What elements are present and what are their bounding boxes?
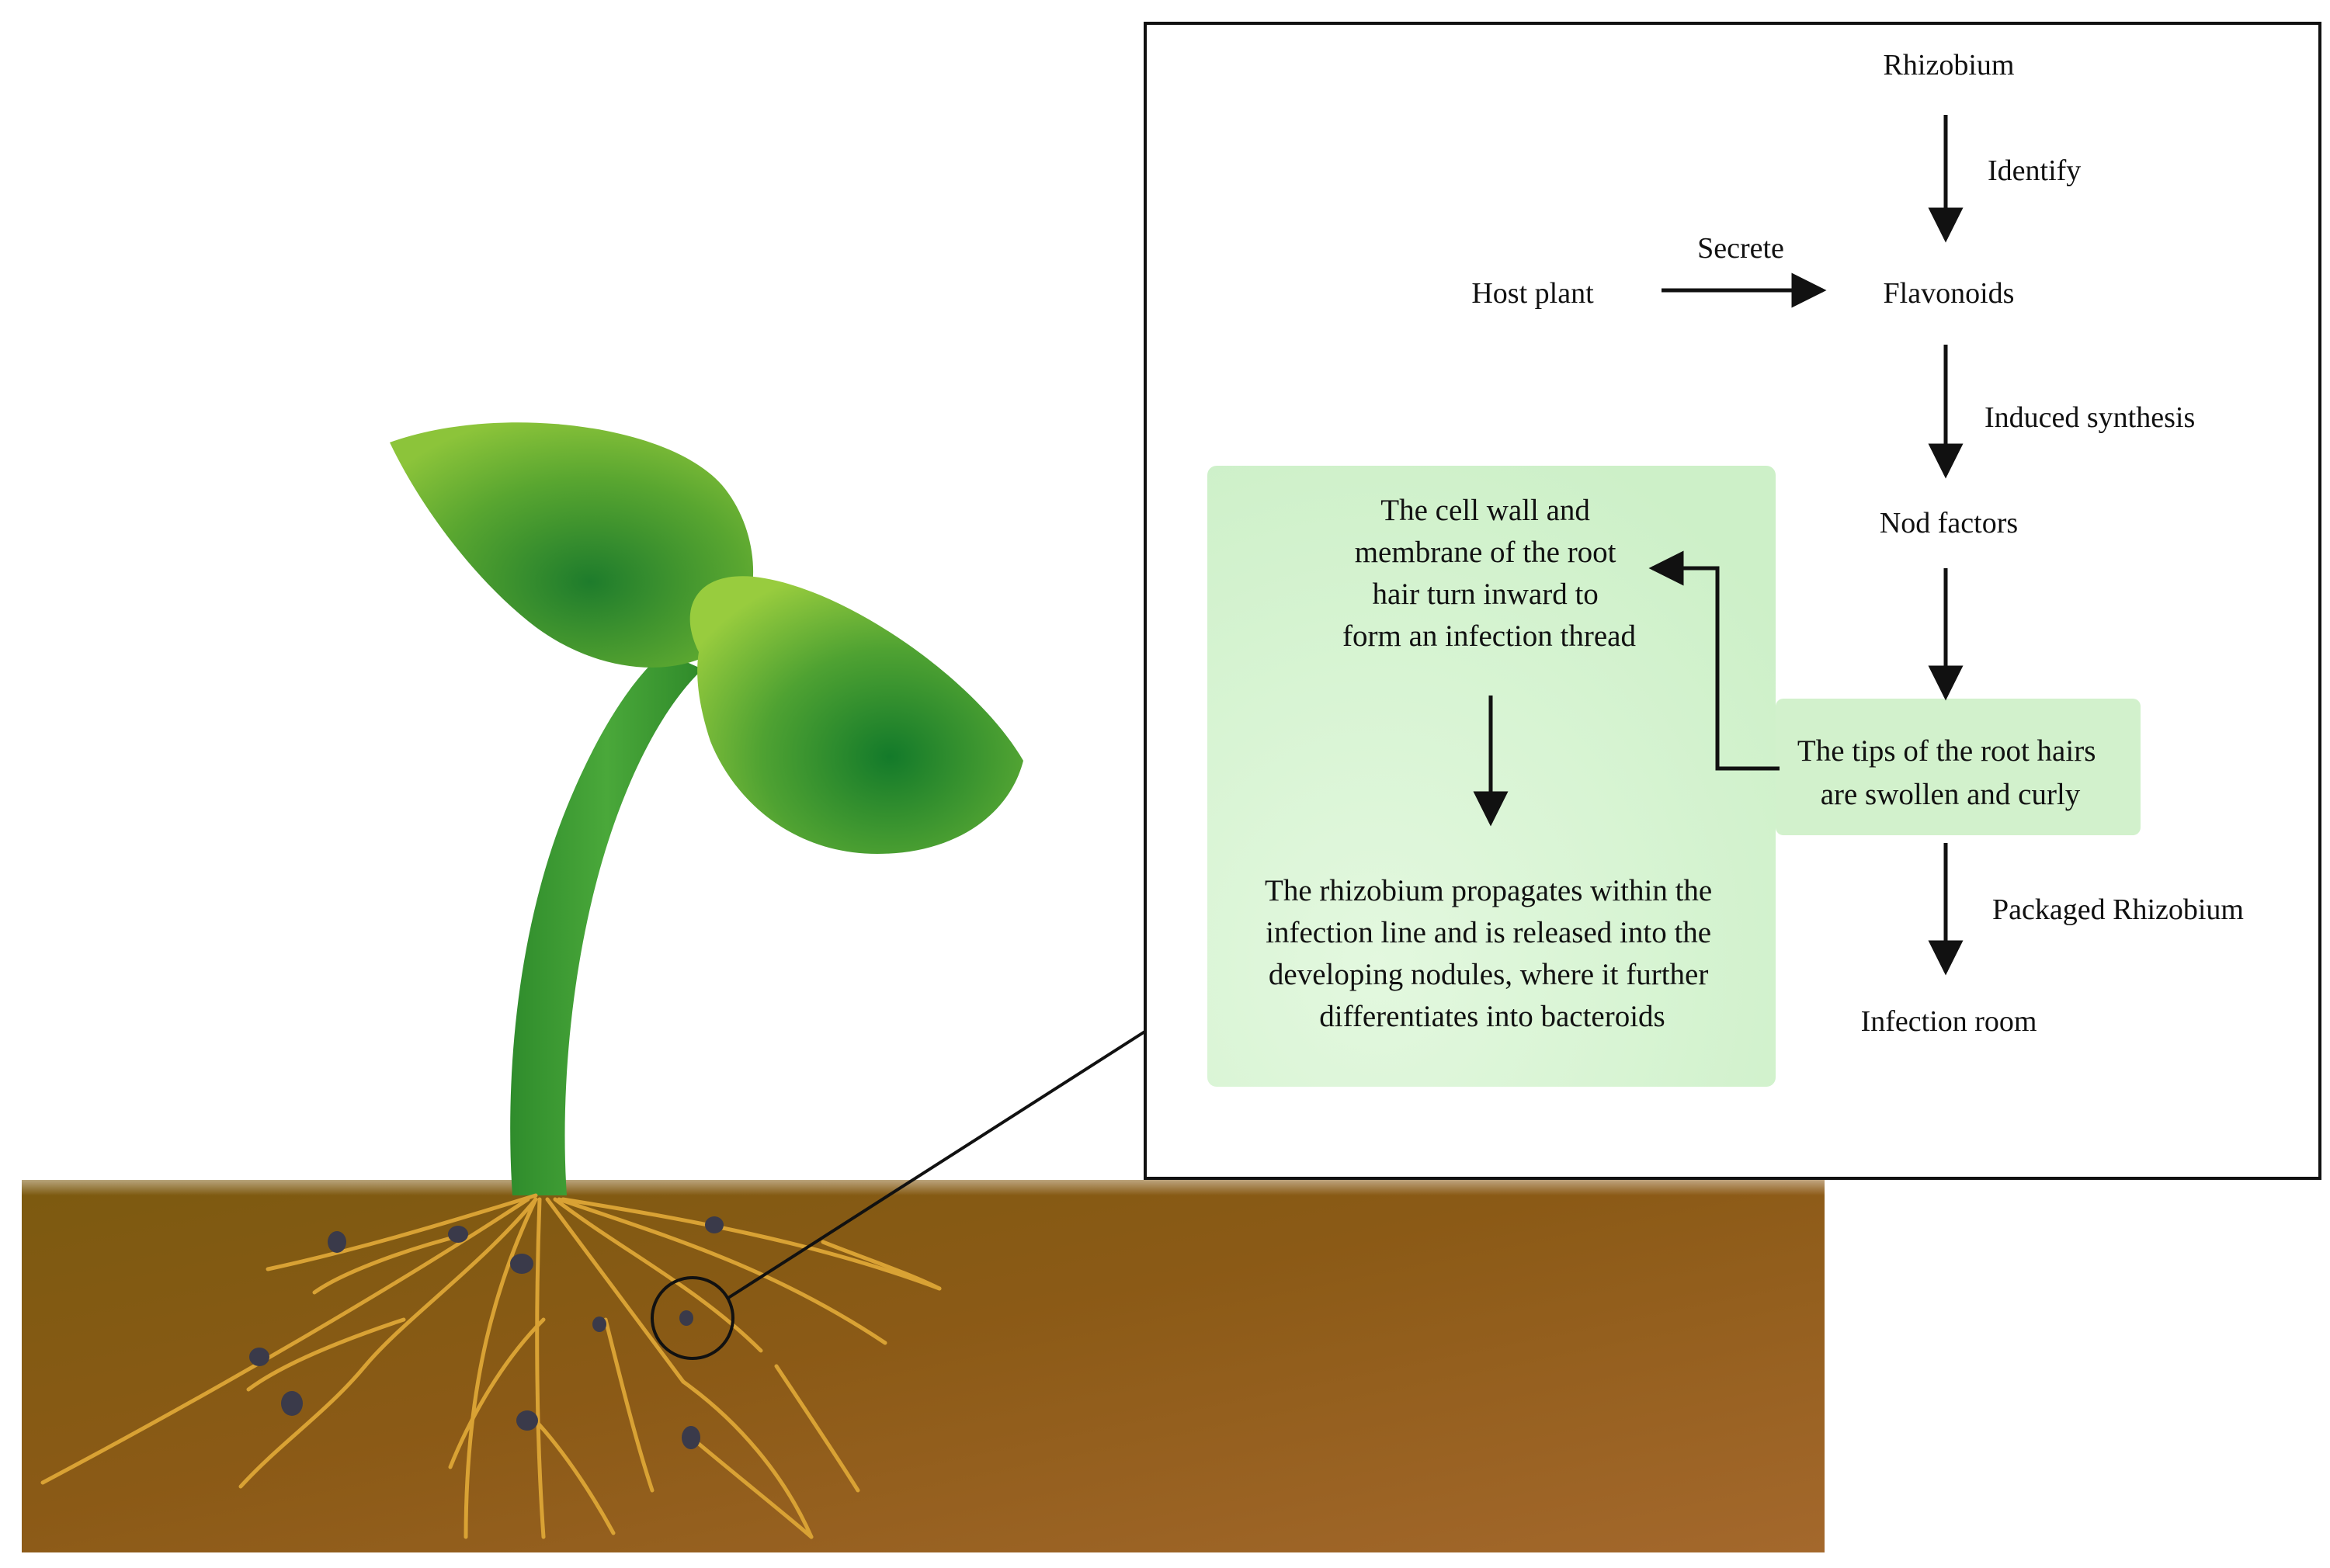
root bbox=[40, 1197, 530, 1485]
label-host-plant: Host plant bbox=[1471, 277, 1594, 310]
root bbox=[526, 1410, 616, 1535]
label-secrete: Secrete bbox=[1697, 232, 1784, 265]
nodule bbox=[592, 1316, 606, 1332]
label-rhizobium: Rhizobium bbox=[1884, 49, 2015, 82]
root bbox=[821, 1240, 942, 1291]
root bbox=[603, 1317, 655, 1493]
flowchart-inset: Rhizobium Identify Host plant Secrete Fl… bbox=[1144, 22, 2321, 1180]
right-leaf bbox=[689, 576, 1023, 854]
root bbox=[448, 1317, 546, 1469]
label-induced-synthesis: Induced synthesis bbox=[1984, 401, 2195, 434]
label-nod-factors: Nod factors bbox=[1880, 507, 2018, 539]
root bbox=[774, 1364, 860, 1493]
arrow-tips-to-thread bbox=[1648, 550, 1780, 771]
nodule bbox=[705, 1216, 724, 1233]
label-infection-thread: The cell wall and membrane of the root h… bbox=[1342, 494, 1636, 653]
root bbox=[312, 1232, 468, 1295]
nodule bbox=[249, 1348, 269, 1366]
root-hair-tips-box bbox=[1776, 699, 2141, 835]
nodule bbox=[516, 1410, 538, 1431]
magnifier bbox=[651, 1029, 1148, 1360]
left-leaf bbox=[390, 422, 754, 668]
root bbox=[557, 1197, 887, 1345]
label-flavonoids: Flavonoids bbox=[1884, 277, 2015, 310]
nodule bbox=[448, 1226, 468, 1243]
root bbox=[363, 1197, 538, 1369]
seedling bbox=[390, 422, 1023, 1195]
root bbox=[561, 1197, 942, 1291]
root-nodules bbox=[249, 1216, 724, 1449]
label-identify: Identify bbox=[1988, 154, 2081, 187]
nodule bbox=[328, 1231, 346, 1253]
stem bbox=[510, 652, 703, 1195]
root bbox=[535, 1197, 546, 1539]
root bbox=[681, 1379, 814, 1539]
magnifier-circle bbox=[651, 1276, 734, 1360]
root bbox=[696, 1441, 814, 1539]
nodule bbox=[682, 1426, 700, 1449]
root bbox=[266, 1193, 538, 1271]
nodule bbox=[281, 1391, 303, 1416]
label-infection-room: Infection room bbox=[1861, 1005, 2037, 1038]
root bbox=[553, 1197, 763, 1353]
label-packaged-rhizobium: Packaged Rhizobium bbox=[1992, 893, 2244, 926]
magnifier-connector bbox=[727, 1029, 1148, 1299]
soil-ground bbox=[22, 1180, 1825, 1552]
nodule bbox=[679, 1310, 693, 1326]
root bbox=[464, 1197, 538, 1539]
root bbox=[246, 1317, 406, 1392]
root bbox=[238, 1364, 367, 1489]
root-system bbox=[40, 1193, 942, 1539]
label-root-hair-tips: The tips of the root hairs are swollen a… bbox=[1797, 734, 2103, 811]
label-bacteroids: The rhizobium propagates within the infe… bbox=[1265, 874, 1720, 1033]
soil bbox=[22, 1164, 1825, 1552]
root bbox=[545, 1197, 686, 1384]
nodule bbox=[510, 1254, 533, 1274]
